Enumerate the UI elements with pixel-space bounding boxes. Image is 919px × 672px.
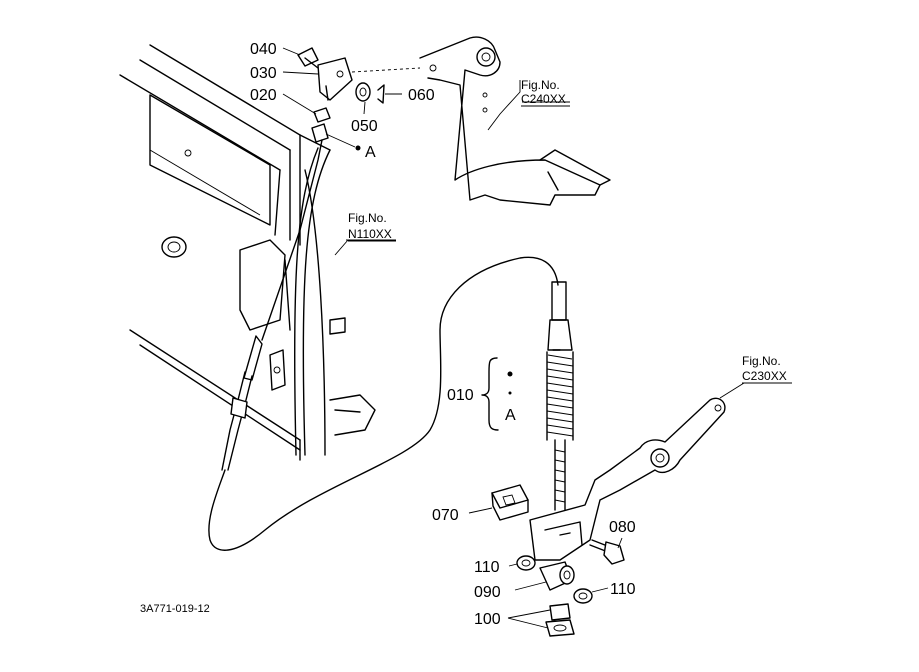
fig-n110-title: Fig.No. bbox=[348, 211, 387, 225]
fig-n110-code: N110XX bbox=[348, 227, 392, 241]
marker-a-dot bbox=[355, 145, 361, 151]
callout-030: 030 bbox=[250, 65, 277, 82]
callout-100: 100 bbox=[474, 611, 501, 628]
brake-pedal bbox=[419, 36, 611, 206]
washer-110-left bbox=[516, 555, 536, 571]
nut-100 bbox=[545, 603, 575, 637]
fig-c240-title: Fig.No. bbox=[521, 78, 560, 92]
marker-a-top: A bbox=[365, 144, 376, 161]
callout-020: 020 bbox=[250, 87, 277, 104]
bracket-dot-upper bbox=[507, 371, 513, 377]
callout-090: 090 bbox=[474, 584, 501, 601]
ball-joint-090 bbox=[539, 561, 575, 591]
fig-c240-code: C240XX bbox=[521, 92, 566, 106]
fig-c230-code: C230XX bbox=[742, 369, 787, 383]
callout-110-left: 110 bbox=[474, 559, 500, 576]
control-cable bbox=[208, 139, 574, 551]
callout-040: 040 bbox=[250, 41, 277, 58]
lower-lever bbox=[529, 397, 726, 561]
cable-spring bbox=[546, 351, 574, 441]
callout-110-right: 110 bbox=[610, 581, 636, 598]
clevis-assembly-top bbox=[297, 47, 421, 143]
leader-lines bbox=[282, 47, 792, 629]
fig-c230-title: Fig.No. bbox=[742, 354, 781, 368]
drawing-number: 3A771-019-12 bbox=[140, 603, 210, 615]
washer-110-right bbox=[573, 588, 593, 604]
callout-070: 070 bbox=[432, 507, 459, 524]
bracket-dot-lower bbox=[508, 391, 512, 395]
callout-050: 050 bbox=[351, 118, 378, 135]
bracket-010 bbox=[481, 357, 513, 431]
marker-a-bracket: A bbox=[505, 407, 516, 424]
callout-060: 060 bbox=[408, 87, 435, 104]
clamp-070 bbox=[491, 484, 529, 521]
callout-080: 080 bbox=[609, 519, 636, 536]
cab-panel bbox=[119, 44, 376, 461]
callout-010: 010 bbox=[447, 387, 474, 404]
bolt-080 bbox=[589, 539, 625, 565]
